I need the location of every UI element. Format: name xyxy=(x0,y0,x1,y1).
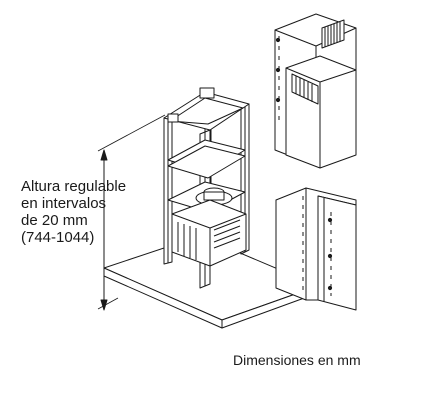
lower-chimney-cover xyxy=(275,187,357,311)
height-note-line-1: Altura regulable xyxy=(21,178,127,195)
height-note-line-3: de 20 mm xyxy=(21,212,88,229)
support-frame xyxy=(163,87,250,289)
upper-chimney-cover xyxy=(274,13,357,169)
ceiling-plate xyxy=(103,235,319,329)
height-note-line-2: en intervalos xyxy=(21,195,107,212)
motor-housing xyxy=(171,187,247,267)
units-note: Dimensiones en mm xyxy=(233,352,361,368)
height-note-line-4: (744-1044) xyxy=(21,229,95,246)
back-vent-grille xyxy=(321,19,345,49)
height-adjustment-note: Altura regulable en intervalos de 20 mm … xyxy=(21,178,126,246)
front-vent-grille xyxy=(291,73,319,105)
height-dimension xyxy=(97,114,166,311)
